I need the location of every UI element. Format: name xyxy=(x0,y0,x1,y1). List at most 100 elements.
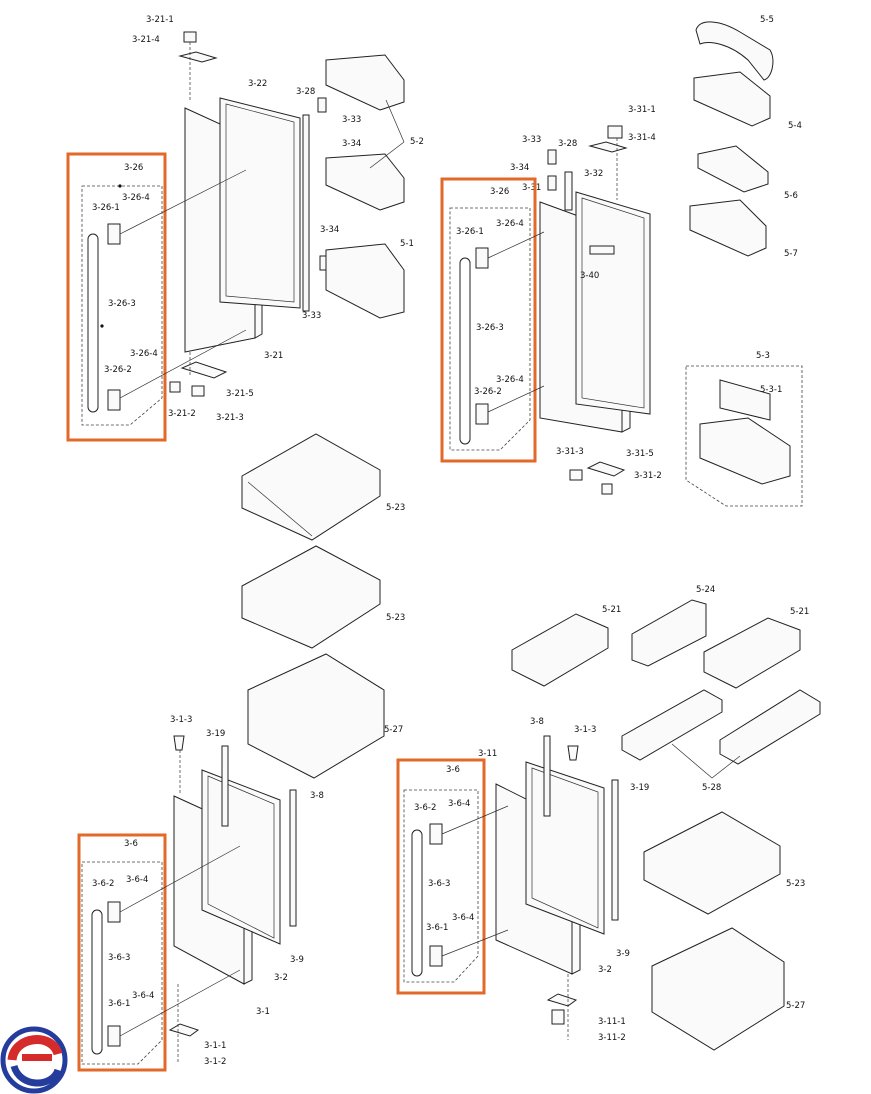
hinge-top-part xyxy=(183,31,197,43)
part-5-28a xyxy=(621,689,723,761)
label-3-31-2: 3-31-2 xyxy=(634,471,662,481)
label-3-33: 3-33 xyxy=(522,135,541,145)
part-5-7 xyxy=(689,199,767,257)
highlight-box xyxy=(440,177,537,463)
part-5-21a xyxy=(511,613,609,687)
drawers-left-group: 5-23 5-23 5-27 xyxy=(241,433,405,779)
label-5-27: 5-27 xyxy=(786,1001,805,1011)
label-3-6: 3-6 xyxy=(124,839,138,849)
label-3-31-4: 3-31-4 xyxy=(628,133,656,143)
label-3-33: 3-33 xyxy=(302,311,321,321)
label-3-11-1: 3-11-1 xyxy=(598,1017,626,1027)
freezer-gasket-part xyxy=(219,97,301,309)
door-bin-5-2b xyxy=(325,153,405,211)
part-5-23c xyxy=(643,811,781,915)
label-3-31-1: 3-31-1 xyxy=(628,105,656,115)
label-5-3: 5-3 xyxy=(756,351,770,361)
label-3-21-2: 3-21-2 xyxy=(168,409,196,419)
handle-cap-top xyxy=(107,223,121,245)
label-5-28: 5-28 xyxy=(702,783,721,793)
door-3-1-group: 3-1-3 3-19 3-8 3-1 3-2 3-9 3-1-1 3-1-2 xyxy=(168,715,324,1067)
label-3-6-2: 3-6-2 xyxy=(414,803,436,813)
handle-cap-bottom xyxy=(107,389,121,411)
label-3-6-4: 3-6-4 xyxy=(126,875,148,885)
label-5-4: 5-4 xyxy=(788,121,802,131)
label-3-6-3: 3-6-3 xyxy=(428,879,450,889)
fridge-rail-part xyxy=(564,171,573,211)
handle-3-26-right-callout: 3-26 3-26-1 3-26-4 3-26-3 3-26-4 3-26-2 xyxy=(440,177,545,463)
handle-3-6-right-callout: 3-6 3-6-2 3-6-4 3-6-3 3-6-1 3-6-4 xyxy=(396,758,509,995)
highlight-box xyxy=(396,758,486,995)
label-3-1-2: 3-1-2 xyxy=(204,1057,226,1067)
handle-3-6-left-callout: 3-6 3-6-2 3-6-4 3-6-3 3-6-1 3-6-4 xyxy=(77,833,241,1072)
handle-rod-part xyxy=(87,233,99,413)
part-5-23b xyxy=(241,545,381,649)
label-3-21-4: 3-21-4 xyxy=(132,35,160,45)
part-5-3-1 xyxy=(699,417,791,485)
freezer-rail-part xyxy=(302,114,310,312)
label-5-23: 5-23 xyxy=(386,503,405,513)
label-3-11-2: 3-11-2 xyxy=(598,1033,626,1043)
label-5-23: 5-23 xyxy=(786,879,805,889)
label-3-26-4: 3-26-4 xyxy=(496,219,524,229)
label-3-33: 3-33 xyxy=(342,115,361,125)
label-3-28: 3-28 xyxy=(296,87,315,97)
label-3-8: 3-8 xyxy=(530,717,544,727)
label-3-1-3: 3-1-3 xyxy=(574,725,596,735)
part-5-23a xyxy=(241,433,381,541)
label-3-9: 3-9 xyxy=(616,949,630,959)
label-5-6: 5-6 xyxy=(784,191,798,201)
label-3-26-4: 3-26-4 xyxy=(496,375,524,385)
label-3-26-3: 3-26-3 xyxy=(108,299,136,309)
label-3-26-3: 3-26-3 xyxy=(476,323,504,333)
label-3-22: 3-22 xyxy=(248,79,267,89)
part-5-28b xyxy=(719,689,821,765)
label-5-21: 5-21 xyxy=(790,607,809,617)
gasket-3-2b xyxy=(525,761,605,935)
label-5-2: 5-2 xyxy=(410,137,424,147)
highlight-box xyxy=(66,152,167,442)
label-5-7: 5-7 xyxy=(784,249,798,259)
label-3-6-4: 3-6-4 xyxy=(132,991,154,1001)
label-5-1: 5-1 xyxy=(400,239,414,249)
part-5-27b xyxy=(651,927,785,1051)
label-3-6-2: 3-6-2 xyxy=(92,879,114,889)
label-3-6-4: 3-6-4 xyxy=(448,799,470,809)
brand-logo xyxy=(0,1026,68,1094)
label-3-21-1: 3-21-1 xyxy=(146,15,174,25)
label-5-23: 5-23 xyxy=(386,613,405,623)
fridge-door-group: 3-31-1 3-31-4 3-33 3-28 3-34 3-31 3-32 3… xyxy=(510,105,662,495)
label-3-2: 3-2 xyxy=(274,973,288,983)
label-3-1-1: 3-1-1 xyxy=(204,1041,226,1051)
label-3-6-1: 3-6-1 xyxy=(426,923,448,933)
label-3-21-3: 3-21-3 xyxy=(216,413,244,423)
label-3-6-3: 3-6-3 xyxy=(108,953,130,963)
label-3-11: 3-11 xyxy=(478,749,497,759)
fridge-gasket-part xyxy=(575,191,651,415)
label-3-26-2: 3-26-2 xyxy=(474,387,502,397)
part-5-24 xyxy=(631,599,707,667)
part-5-27a xyxy=(247,653,385,779)
label-3-1-3: 3-1-3 xyxy=(170,715,192,725)
label-3-26-1: 3-26-1 xyxy=(92,203,120,213)
part-5-4 xyxy=(693,71,771,127)
label-5-21: 5-21 xyxy=(602,605,621,615)
door-bin-5-2a xyxy=(325,54,405,111)
label-3-26: 3-26 xyxy=(490,187,509,197)
label-3-40: 3-40 xyxy=(580,271,599,281)
label-3-19: 3-19 xyxy=(206,729,225,739)
freezer-door-group: 3-21-1 3-21-4 3-22 3-28 3-33 3-34 5-2 3-… xyxy=(132,15,424,423)
hinge-bottom-part xyxy=(180,361,228,379)
label-3-31: 3-31 xyxy=(522,183,541,193)
label-3-34: 3-34 xyxy=(510,163,529,173)
label-3-26-4: 3-26-4 xyxy=(130,349,158,359)
label-3-26: 3-26 xyxy=(124,163,143,173)
part-5-21b xyxy=(703,617,801,689)
label-3-19: 3-19 xyxy=(630,783,649,793)
label-3-32: 3-32 xyxy=(584,169,603,179)
label-3-9: 3-9 xyxy=(290,955,304,965)
label-5-24: 5-24 xyxy=(696,585,715,595)
label-3-34: 3-34 xyxy=(320,225,339,235)
drawers-right-group: 5-23 5-27 xyxy=(643,811,805,1051)
